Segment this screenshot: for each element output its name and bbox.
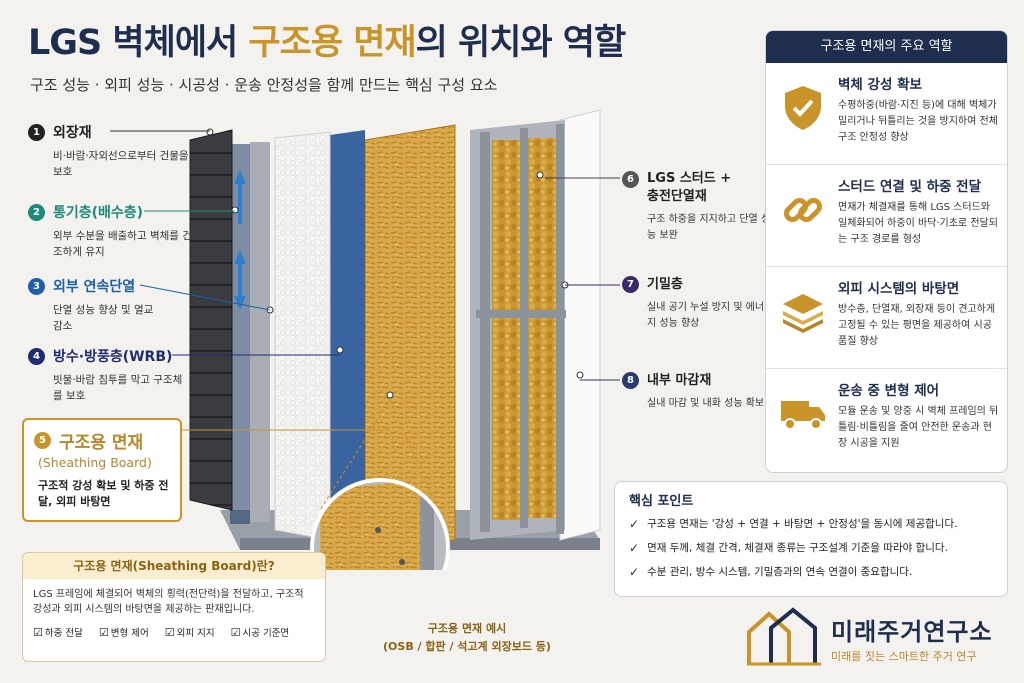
checkbox-icon: ☑ bbox=[164, 626, 175, 639]
layer-desc-7: 실내 공기 누설 방지 및 에너지 성능 향상 bbox=[647, 302, 765, 329]
definition-tag: ☑시공 기준면 bbox=[230, 626, 290, 639]
cavity-insulation bbox=[492, 140, 520, 520]
role-title: 외피 시스템의 바탕면 bbox=[838, 281, 960, 297]
layer-name-4: 방수·방풍층(WRB) bbox=[53, 349, 173, 365]
role-title: 운송 중 변형 제어 bbox=[838, 383, 940, 399]
sheathing-zoom-detail bbox=[310, 399, 450, 570]
key-point-item: ✓ 면재 두께, 체결 간격, 체결재 종류는 구조설계 기준을 따라야 합니다. bbox=[629, 541, 993, 556]
layer-number-6: 6 bbox=[622, 171, 639, 188]
role-title: 벽체 강성 확보 bbox=[838, 77, 922, 93]
key-point-text: 구조용 면재는 '강성 + 연결 + 바탕면 + 안정성'을 동시에 제공합니다… bbox=[647, 518, 958, 530]
layer-name-2: 통기층(배수층) bbox=[53, 205, 144, 221]
key-points-box: 핵심 포인트 ✓ 구조용 면재는 '강성 + 연결 + 바탕면 + 안정성'을 동… bbox=[614, 481, 1008, 597]
role-desc: 면재가 체결재를 통해 LGS 스터드와 일체화되어 하중이 바닥·기초로 전달… bbox=[838, 202, 998, 245]
airflow-arrows bbox=[234, 170, 246, 310]
layer-desc-2: 외부 수분을 배출하고 벽체를 건조하게 유지 bbox=[53, 230, 192, 258]
definition-tag: ☑변형 제어 bbox=[98, 626, 149, 639]
title-highlight: 구조용 면재 bbox=[248, 23, 416, 63]
shield-check-icon bbox=[778, 83, 828, 133]
layer-name-7: 기밀층 bbox=[647, 277, 683, 292]
lgs-stud bbox=[480, 132, 490, 532]
layer-name-6: LGS 스터드 + 충전단열재 bbox=[647, 171, 732, 204]
layer-number-7: 7 bbox=[622, 276, 639, 293]
layer-label-3: 3 외부 연속단열 단열 성능 향상 및 열교 감소 bbox=[28, 276, 238, 334]
roles-panel-title: 구조용 면재의 주요 역할 bbox=[766, 31, 1007, 63]
key-point-text: 수분 관리, 방수 시스템, 기밀층과의 연속 연결이 중요합니다. bbox=[647, 566, 913, 578]
layer-label-8: 8 내부 마감재 실내 마감 및 내화 성능 확보 bbox=[622, 372, 772, 412]
layer-desc-8: 실내 마감 및 내화 성능 확보 bbox=[647, 398, 765, 409]
title-part-1: LGS 벽체에서 bbox=[28, 23, 249, 63]
definition-box: 구조용 면재(Sheathing Board)란? LGS 프레임에 체결되어 … bbox=[22, 552, 326, 662]
key-points-title: 핵심 포인트 bbox=[629, 494, 694, 509]
key-point-text: 면재 두께, 체결 간격, 체결재 종류는 구조설계 기준을 따라야 합니다. bbox=[647, 542, 948, 554]
layer-desc-6: 구조 하중을 지지하고 단열 성능 보완 bbox=[647, 214, 771, 241]
checkbox-icon: ☑ bbox=[98, 626, 109, 639]
example-caption: 구조용 면재 예시 (OSB / 합판 / 석고계 외장보드 등) bbox=[372, 620, 562, 656]
leader-lines bbox=[110, 130, 620, 431]
layer-name-3: 외부 연속단열 bbox=[53, 279, 136, 295]
wrb-membrane bbox=[330, 130, 365, 550]
layer-label-4: 4 방수·방풍층(WRB) 빗물·바람 침투를 막고 구조체를 보호 bbox=[28, 346, 238, 404]
page-title: LGS 벽체에서 구조용 면재의 위치와 역할 bbox=[28, 14, 627, 65]
role-title: 스터드 연결 및 하중 전달 bbox=[838, 179, 981, 195]
definition-tag: ☑하중 전달 bbox=[33, 626, 83, 639]
layer-name-8: 내부 마감재 bbox=[647, 373, 712, 388]
layer-label-7: 7 기밀층 실내 공기 누설 방지 및 에너지 성능 향상 bbox=[622, 276, 772, 332]
layer-name-5-en: (Sheathing Board) bbox=[38, 455, 152, 470]
layer-number-3: 3 bbox=[28, 277, 45, 295]
layers-icon bbox=[778, 287, 828, 337]
example-caption-title: 구조용 면재 예시 bbox=[427, 622, 507, 635]
role-desc: 모듈 운송 및 양중 시 벽체 프레임의 뒤틀림·비틀림을 줄여 안전한 운송과… bbox=[838, 406, 999, 449]
check-icon: ✓ bbox=[629, 517, 640, 531]
layer-number-5: 5 bbox=[34, 432, 51, 449]
layer-name-1: 외장재 bbox=[53, 125, 92, 141]
layer-name-5: 구조용 면재 bbox=[59, 433, 144, 453]
definition-tag: ☑외피 지지 bbox=[164, 626, 215, 639]
example-caption-sub: (OSB / 합판 / 석고계 외장보드 등) bbox=[383, 640, 551, 653]
definition-tags: ☑하중 전달 ☑변형 제어 ☑외피 지지 ☑시공 기준면 bbox=[23, 617, 325, 639]
layer-number-8: 8 bbox=[622, 372, 639, 389]
layer-label-5: 5 구조용 면재 (Sheathing Board) 구조적 강성 확보 및 하중… bbox=[22, 418, 182, 522]
truck-icon bbox=[778, 389, 828, 439]
layer-label-6: 6 LGS 스터드 + 충전단열재 구조 하중을 지지하고 단열 성능 보완 bbox=[622, 170, 772, 244]
company-logo: 미래주거연구소 미래를 짓는 스마트한 주거 연구 bbox=[745, 606, 1015, 672]
page-subtitle: 구조 성능 · 외피 성능 · 시공성 · 운송 안정성을 함께 만드는 핵심 … bbox=[30, 76, 498, 94]
layer-desc-3: 단열 성능 향상 및 열교 감소 bbox=[53, 304, 154, 332]
layer-label-1: 1 외장재 비·바람·자외선으로부터 건물을 보호 bbox=[28, 122, 238, 180]
exterior-cladding bbox=[189, 129, 233, 511]
wall-section-illustration bbox=[189, 110, 601, 570]
key-point-item: ✓ 구조용 면재는 '강성 + 연결 + 바탕면 + 안정성'을 동시에 제공합니… bbox=[629, 517, 993, 532]
check-icon: ✓ bbox=[629, 541, 640, 555]
layer-desc-4: 빗물·바람 침투를 막고 구조체를 보호 bbox=[53, 374, 183, 402]
key-point-item: ✓ 수분 관리, 방수 시스템, 기밀층과의 연속 연결이 중요합니다. bbox=[629, 565, 993, 580]
layer-number-4: 4 bbox=[28, 347, 45, 365]
title-part-2: 의 위치와 역할 bbox=[415, 23, 627, 63]
layer-number-1: 1 bbox=[28, 123, 45, 141]
role-desc: 방수층, 단열재, 외장재 등이 견고하게 고정될 수 있는 평면을 제공하여 … bbox=[838, 304, 996, 347]
chain-link-icon bbox=[778, 185, 828, 235]
furring-channel bbox=[250, 142, 270, 522]
layer-number-2: 2 bbox=[28, 203, 45, 221]
logo-name: 미래주거연구소 bbox=[831, 618, 993, 646]
definition-title: 구조용 면재(Sheathing Board)란? bbox=[23, 553, 325, 579]
logo-slogan: 미래를 짓는 스마트한 주거 연구 bbox=[831, 650, 977, 663]
check-icon: ✓ bbox=[629, 565, 640, 579]
layer-desc-5: 구조적 강성 확보 및 하중 전달, 외피 바탕면 bbox=[38, 479, 169, 508]
checkbox-icon: ☑ bbox=[230, 626, 241, 639]
layer-label-2: 2 통기층(배수층) 외부 수분을 배출하고 벽체를 건조하게 유지 bbox=[28, 202, 238, 260]
house-logo-icon bbox=[747, 607, 821, 666]
layer-desc-1: 비·바람·자외선으로부터 건물을 보호 bbox=[53, 150, 189, 178]
checkbox-icon: ☑ bbox=[33, 626, 43, 639]
role-desc: 수평하중(바람·지진 등)에 대해 벽체가 밀리거나 뒤틀리는 것을 방지하여 … bbox=[838, 100, 998, 143]
definition-desc: LGS 프레임에 체결되어 벽체의 횡력(전단력)을 전달하고, 구조적 강성과… bbox=[33, 589, 304, 615]
